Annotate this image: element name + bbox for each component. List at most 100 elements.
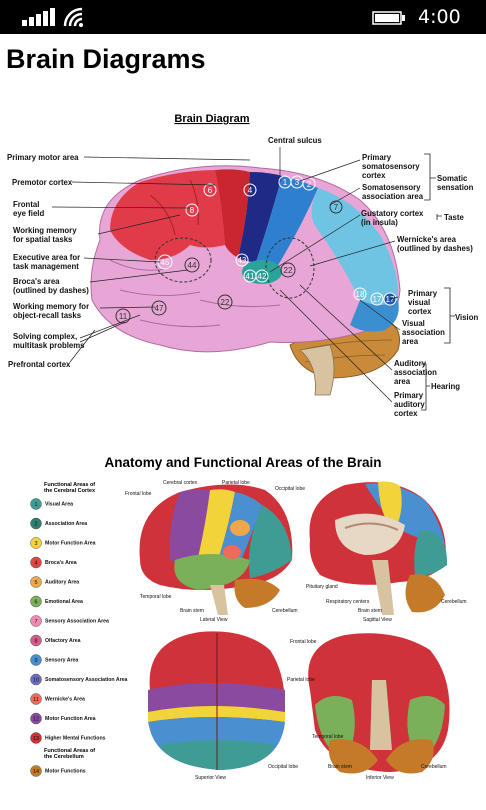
legend-number: 4: [34, 561, 37, 567]
svg-text:8: 8: [190, 206, 195, 215]
legend-number: 1: [34, 502, 37, 508]
legend-swatch: [30, 693, 42, 705]
label-va-1: Visual: [402, 319, 425, 328]
area-marker: 17: [370, 292, 384, 306]
svg-text:18: 18: [356, 290, 365, 299]
diagram2-title: Anatomy and Functional Areas of the Brai…: [104, 455, 381, 470]
label2-cerebral-cortex: Cerebral cortex: [163, 480, 198, 486]
legend-number: 6: [34, 600, 37, 606]
label-ps-3: cortex: [362, 171, 386, 180]
svg-text:17: 17: [386, 295, 395, 304]
label-pa-3: cortex: [394, 409, 418, 418]
legend-label: Olfactory Area: [45, 638, 81, 644]
label-wern-1: Wernicke's area: [397, 235, 457, 244]
wifi-icon: [63, 7, 83, 27]
label2-occipital-lobe-2: Occipital lobe: [268, 764, 298, 770]
area-marker: 41: [243, 269, 257, 283]
legend-item: 11 Wernicke's Area: [30, 693, 85, 705]
legend-swatch: [30, 517, 42, 530]
inferior-view-illustration: [308, 633, 450, 774]
label2-brain-stem-sagittal: Brain stem: [358, 608, 382, 614]
area-marker: 42: [255, 269, 269, 283]
label2-parietal-lobe: Parietal lobe: [222, 480, 250, 486]
label2-brain-stem: Brain stem: [180, 608, 204, 614]
legend-item: 8 Olfactory Area: [30, 634, 81, 647]
label-sa-2: association area: [362, 192, 424, 201]
legend-number: 7: [34, 619, 37, 625]
label-broca-1: Broca's area: [13, 277, 60, 286]
svg-text:44: 44: [188, 261, 197, 270]
legend-swatch: [30, 576, 42, 588]
label-pv-3: cortex: [408, 307, 432, 316]
diagram1-title: Brain Diagram: [174, 113, 249, 125]
label2-occipital-lobe: Occipital lobe: [275, 486, 305, 492]
label-sa-1: Somatosensory: [362, 183, 421, 192]
area-marker: 22: [280, 262, 296, 278]
svg-text:the Cerebral Cortex: the Cerebral Cortex: [44, 488, 96, 494]
svg-text:43: 43: [238, 256, 247, 265]
leader-lines: [51, 147, 401, 403]
label2-cerebellum-sagittal: Cerebellum: [441, 599, 467, 605]
label-aa-3: area: [394, 377, 411, 386]
svg-text:the Cerebellum: the Cerebellum: [44, 754, 84, 760]
label-ps-1: Primary: [362, 153, 392, 162]
legend-number: 9: [34, 658, 37, 664]
legend-number: 8: [34, 639, 37, 645]
label-wm-spatial-2: for spatial tasks: [13, 235, 73, 244]
svg-text:41: 41: [246, 272, 255, 281]
legend-label: Sensory Association Area: [45, 619, 109, 625]
legend-number: 13: [33, 736, 39, 742]
label-solving-1: Solving complex,: [13, 332, 77, 341]
svg-text:22: 22: [221, 298, 230, 307]
legend-number: 10: [33, 678, 39, 684]
legend-swatch: [30, 634, 42, 647]
area-marker: 44: [184, 257, 200, 273]
label-wm-spatial-1: Working memory: [13, 226, 77, 235]
label-pa-1: Primary: [394, 391, 424, 400]
legend-swatch: [30, 498, 42, 510]
label-wern-2: (outlined by dashes): [397, 244, 473, 253]
label2-brain-stem-2: Brain stem: [328, 764, 352, 770]
label-pv-2: visual: [408, 298, 430, 307]
legend-label: Visual Area: [45, 502, 73, 508]
label-primary-motor: Primary motor area: [7, 153, 79, 162]
status-time: 4:00: [418, 6, 461, 28]
legend-item: 6 Emotional Area: [30, 595, 83, 608]
sagittal-view-illustration: [309, 481, 448, 615]
label-central-sulcus: Central sulcus: [268, 136, 322, 145]
page-title: Brain Diagrams: [6, 44, 206, 74]
label2-cerebellum-2: Cerebellum: [421, 764, 447, 770]
legend-item: 1 Visual Area: [30, 498, 73, 510]
svg-text:7: 7: [334, 203, 339, 212]
label-gust-1: Gustatory cortex: [361, 209, 424, 218]
svg-text:22: 22: [284, 266, 293, 275]
label-exec-1: Executive area for: [13, 253, 80, 262]
label-solving-2: multitask problems: [13, 341, 85, 350]
label-broca-2: (outlined by dashes): [13, 286, 89, 295]
legend-label: Emotional Area: [45, 599, 83, 605]
legend-label: Broca's Area: [45, 560, 77, 566]
area-marker: 43: [235, 253, 249, 267]
label2-parietal-lobe-2: Parietal lobe: [287, 677, 315, 683]
label-aa-1: Auditory: [394, 359, 427, 368]
label2-pituitary: Pituitary gland: [306, 584, 338, 590]
legend-label: Motor Functions: [45, 769, 86, 775]
svg-text:4: 4: [248, 186, 253, 195]
legend-label: Wernicke's Area: [45, 697, 85, 703]
label-somatic-1: Somatic: [437, 174, 468, 183]
label2-frontal-lobe-2: Frontal lobe: [290, 639, 317, 645]
label-wm-object-1: Working memory for: [13, 302, 89, 311]
legend-number: 11: [33, 697, 39, 703]
label2-sagittal-view: Sagittal View: [363, 617, 392, 623]
legend-swatch: [30, 537, 42, 549]
legend-item: 7 Sensory Association Area: [30, 615, 109, 627]
legend-number: 14: [33, 769, 39, 775]
label-vision: Vision: [455, 313, 478, 322]
legend-swatch: [30, 732, 42, 744]
label-taste: Taste: [444, 213, 464, 222]
legend: Functional Areas of the Cerebral Cortex …: [30, 482, 127, 777]
label2-temporal-lobe: Temporal lobe: [140, 594, 172, 600]
